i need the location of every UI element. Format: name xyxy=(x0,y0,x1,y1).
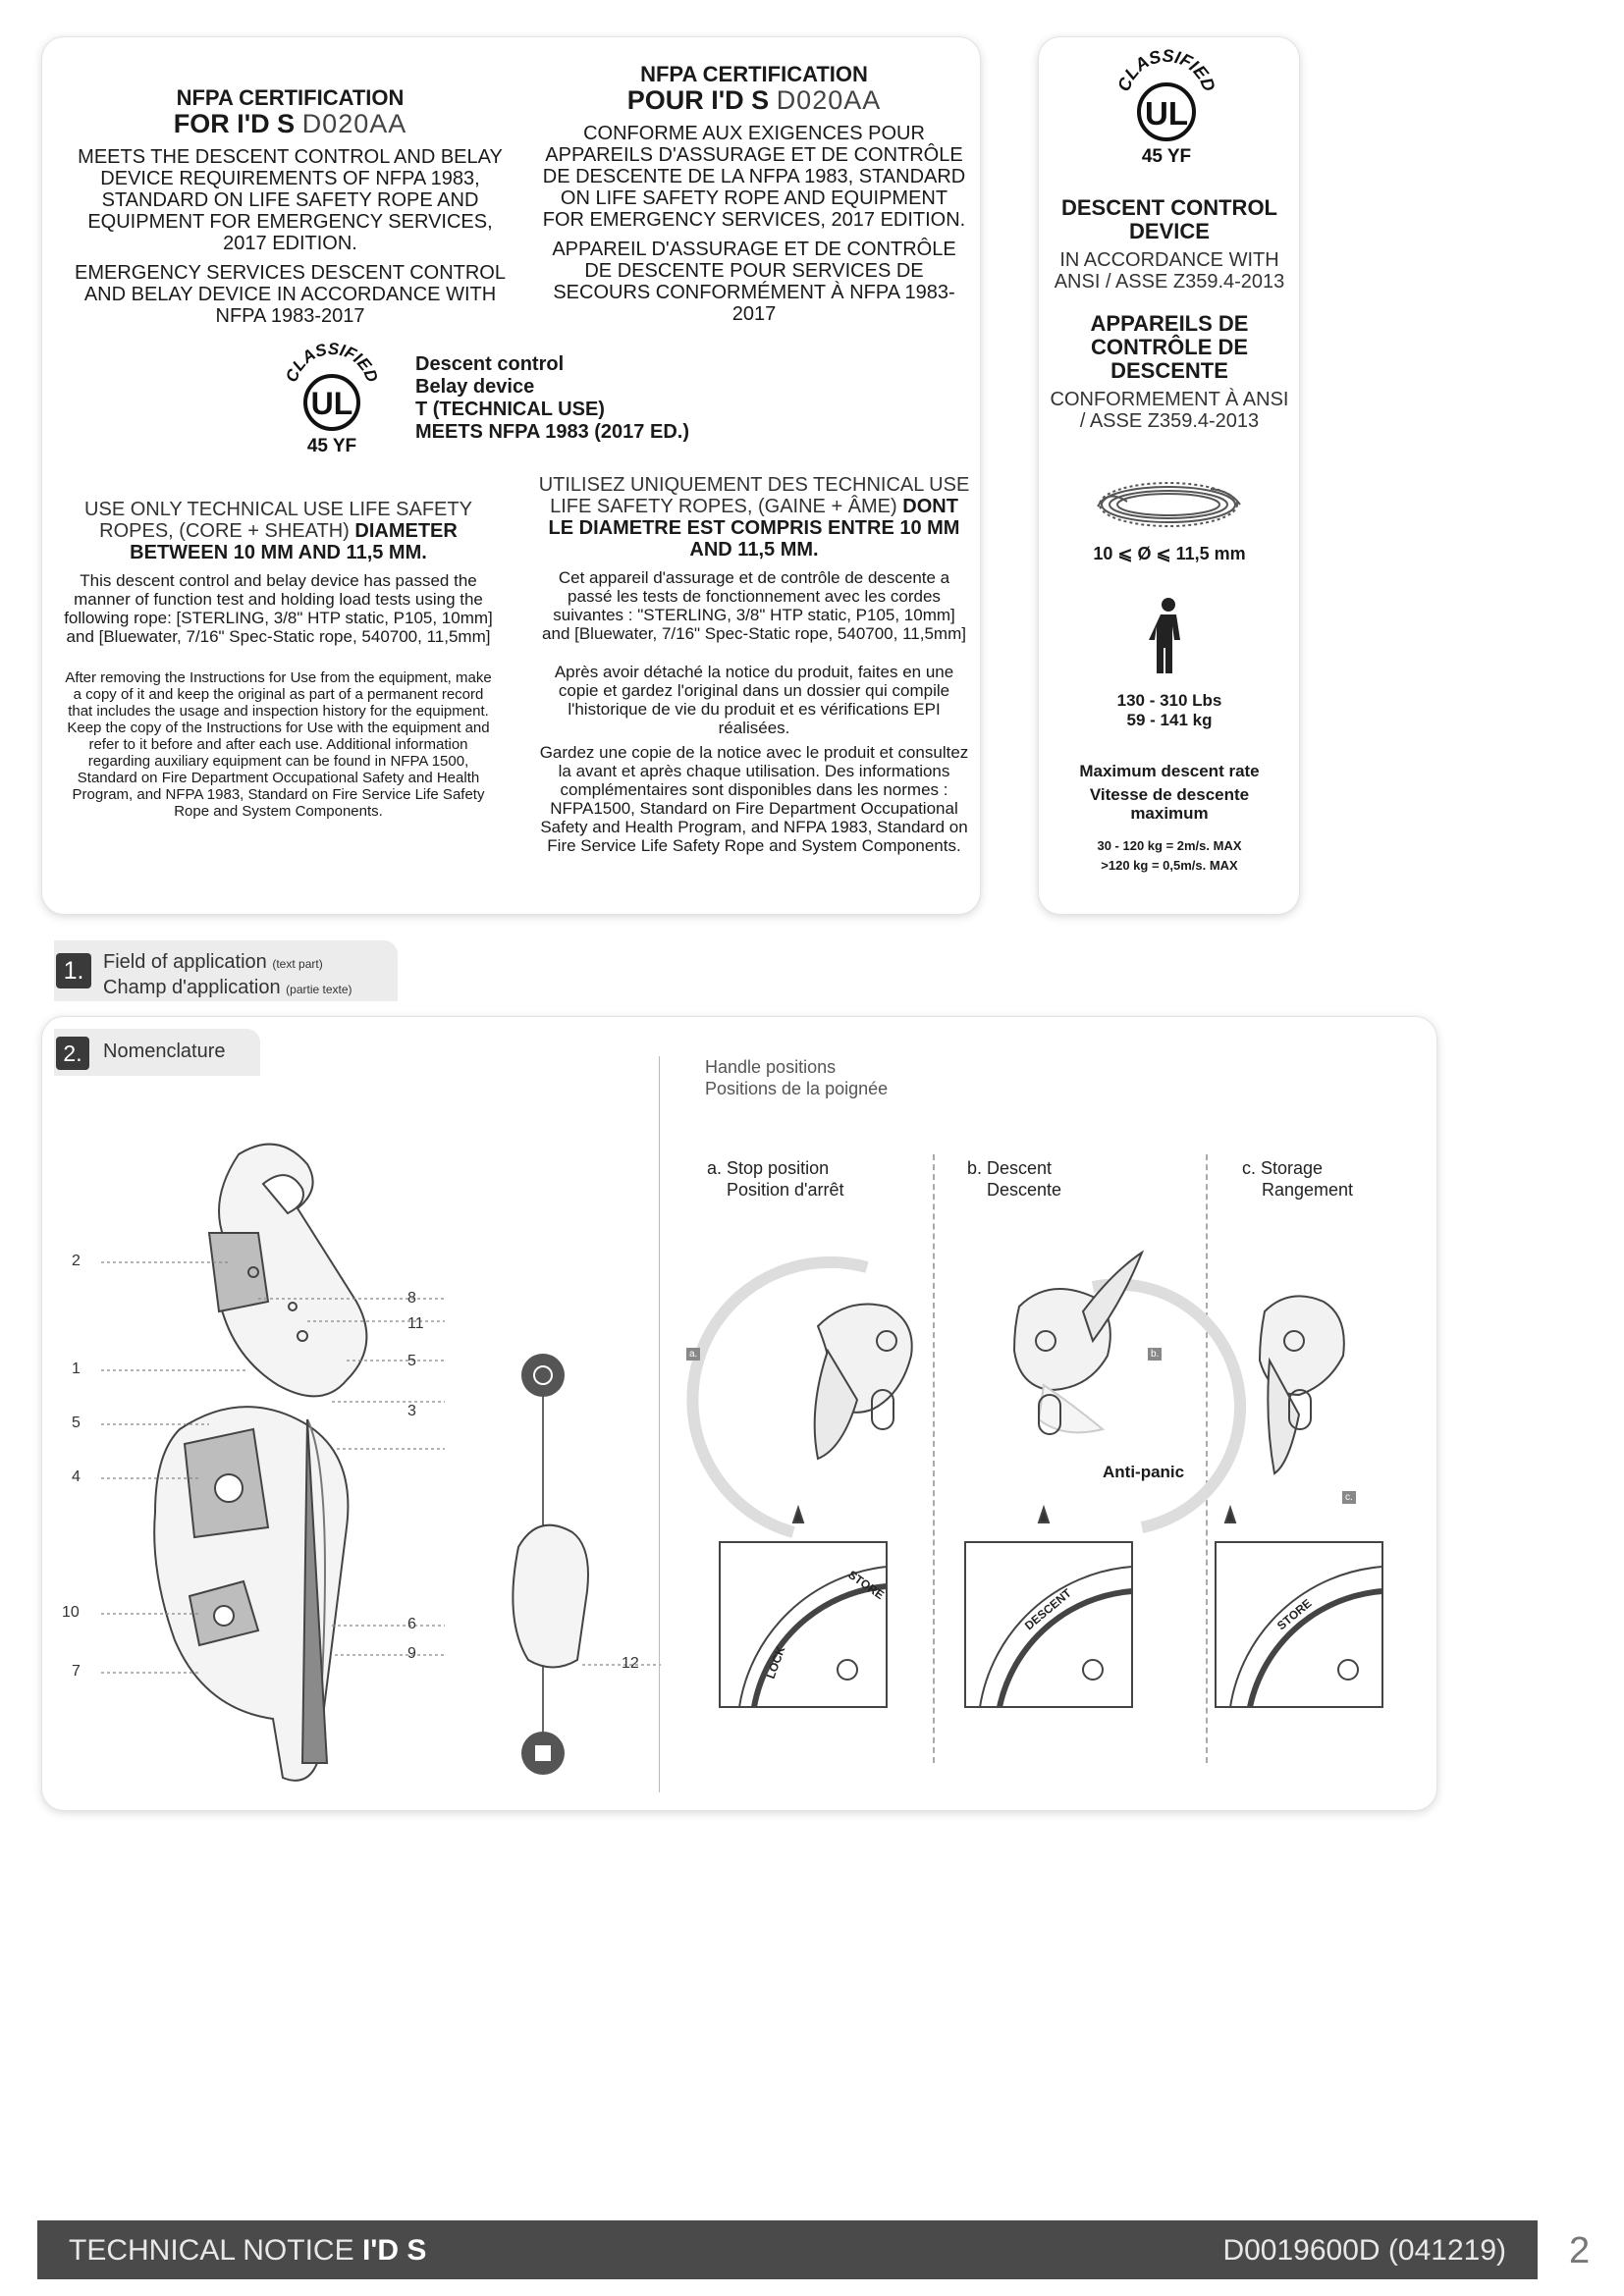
nfpa-certification-panel: NFPA CERTIFICATION FOR I'D S D020AA MEET… xyxy=(42,37,980,914)
section-1-number: 1. xyxy=(56,953,91,988)
svg-text:45 YF: 45 YF xyxy=(307,436,356,456)
nfpa-en-requirements: MEETS THE DESCENT CONTROL AND BELAY DEVI… xyxy=(78,146,503,254)
ansi-en-heading: DESCENT CONTROL DEVICE xyxy=(1061,195,1277,243)
tag-a: a. xyxy=(686,1348,701,1361)
position-a-label: a. Stop position Position d'arrêt xyxy=(707,1158,844,1200)
tag-b: b. xyxy=(1148,1348,1163,1361)
position-b-label: b. Descent Descente xyxy=(967,1158,1062,1200)
rope-diameter-range: 10 ⩽ Ø ⩽ 11,5 mm xyxy=(1093,544,1246,563)
handle-positions-illustration: LOCK STORE DESCENT STORE xyxy=(680,1213,1427,1763)
callout-4: 4 xyxy=(72,1468,81,1485)
dashed-separator-2 xyxy=(1206,1154,1208,1763)
callout-8: 8 xyxy=(407,1290,416,1307)
max-descent-rate-fr: Vitesse de descente maximum xyxy=(1089,785,1250,823)
dashed-separator-1 xyxy=(933,1154,935,1763)
person-walking-icon xyxy=(1149,597,1188,675)
section-1-tag xyxy=(54,940,398,1001)
callout-11: 11 xyxy=(407,1315,424,1332)
handle-positions-title: Handle positions Positions de la poignée xyxy=(705,1057,889,1098)
svg-text:UL: UL xyxy=(311,386,353,421)
section-1-label: Field of application (text part) Champ d… xyxy=(103,951,352,998)
max-descent-rate-en: Maximum descent rate xyxy=(1079,762,1260,780)
anti-panic-label: Anti-panic xyxy=(1103,1463,1185,1481)
nfpa-fr-after-removing: Après avoir détaché la notice du produit… xyxy=(554,663,954,737)
nfpa-fr-title: NFPA CERTIFICATION xyxy=(640,62,868,86)
tag-c: c. xyxy=(1342,1491,1356,1504)
rate-heavy-load: >120 kg = 0,5m/s. MAX xyxy=(1101,858,1238,873)
callout-2: 2 xyxy=(72,1253,81,1269)
svg-text:CLASSIFIED: CLASSIFIED xyxy=(1113,47,1218,94)
ul-classified-logo: CLASSIFIED UL 45 YF xyxy=(278,340,386,457)
footer-reference: D0019600D (041219) xyxy=(1222,2234,1506,2267)
ids-device-drawing xyxy=(72,1125,700,1792)
nfpa-fr-requirements: CONFORME AUX EXIGENCES POUR APPAREILS D'… xyxy=(542,123,966,231)
callout-5-right: 5 xyxy=(407,1353,416,1369)
nfpa-en-lower: USE ONLY TECHNICAL USE LIFE SAFETY ROPES… xyxy=(60,499,497,820)
callout-6: 6 xyxy=(407,1616,416,1632)
ansi-fr-accordance: CONFORMEMENT À ANSI / ASSE Z359.4-2013 xyxy=(1050,389,1289,432)
footer-title: TECHNICAL NOTICE I'D S xyxy=(69,2234,427,2267)
callout-10: 10 xyxy=(62,1604,80,1621)
vertical-divider xyxy=(659,1056,660,1792)
callout-9: 9 xyxy=(407,1645,416,1662)
callout-5-left: 5 xyxy=(72,1415,81,1431)
nfpa-fr-keep-copy: Gardez une copie de la notice avec le pr… xyxy=(539,743,969,855)
nfpa-en-subtitle: FOR I'D S D020AA xyxy=(173,109,407,138)
section-2-title: Nomenclature xyxy=(103,1041,226,1062)
svg-text:UL: UL xyxy=(1145,95,1188,132)
nfpa-fr-column: NFPA CERTIFICATION POUR I'D S D020AA CON… xyxy=(538,62,970,326)
nfpa-en-column: NFPA CERTIFICATION FOR I'D S D020AA MEET… xyxy=(72,85,509,328)
position-c-label: c. Storage Rangement xyxy=(1242,1158,1354,1200)
ansi-panel: CLASSIFIED UL 45 YF DESCENT CONTROL DEVI… xyxy=(1039,37,1299,914)
callout-7: 7 xyxy=(72,1663,81,1680)
ansi-en-accordance: IN ACCORDANCE WITH ANSI / ASSE Z359.4-20… xyxy=(1054,249,1285,293)
rope-coil-icon xyxy=(1093,477,1245,531)
svg-text:45 YF: 45 YF xyxy=(1142,146,1191,167)
nfpa-en-tested-ropes: This descent control and belay device ha… xyxy=(64,571,493,646)
rate-light-load: 30 - 120 kg = 2m/s. MAX xyxy=(1097,838,1242,853)
ul-classified-logo-small: CLASSIFIED UL 45 YF xyxy=(1112,46,1220,170)
ansi-fr-heading: APPAREILS DE CONTRÔLE DE DESCENTE xyxy=(1090,311,1249,383)
weight-range-kg: 59 - 141 kg xyxy=(1126,711,1213,729)
footer-bar: TECHNICAL NOTICE I'D S D0019600D (041219… xyxy=(37,2220,1538,2279)
callout-12: 12 xyxy=(622,1655,639,1672)
nfpa-fr-tested-ropes: Cet appareil d'assurage et de contrôle d… xyxy=(542,568,966,643)
nfpa-en-title: NFPA CERTIFICATION xyxy=(176,85,405,110)
nfpa-fr-subtitle: POUR I'D S D020AA xyxy=(626,85,882,115)
nfpa-fr-rope-diameter: UTILISEZ UNIQUEMENT DES TECHNICAL USE LI… xyxy=(538,474,970,561)
nfpa-fr-lower: UTILISEZ UNIQUEMENT DES TECHNICAL USE LI… xyxy=(538,474,970,855)
nfpa-en-after-removing: After removing the Instructions for Use … xyxy=(65,669,492,820)
weight-range-lbs: 130 - 310 Lbs xyxy=(1116,691,1222,710)
page-number: 2 xyxy=(1569,2230,1591,2271)
section-2-number: 2. xyxy=(56,1037,89,1070)
callout-3: 3 xyxy=(407,1403,416,1419)
callout-1: 1 xyxy=(72,1361,81,1377)
nfpa-en-rope-diameter: USE ONLY TECHNICAL USE LIFE SAFETY ROPES… xyxy=(84,499,472,563)
svg-text:CLASSIFIED: CLASSIFIED xyxy=(282,342,381,385)
ul-label-text: Descent control Belay device T (TECHNICA… xyxy=(415,353,689,443)
nfpa-fr-accordance: APPAREIL D'ASSURAGE ET DE CONTRÔLE DE DE… xyxy=(552,239,956,325)
nfpa-en-accordance: EMERGENCY SERVICES DESCENT CONTROL AND B… xyxy=(75,262,506,327)
nomenclature-panel: 2. Nomenclature xyxy=(42,1017,1436,1810)
